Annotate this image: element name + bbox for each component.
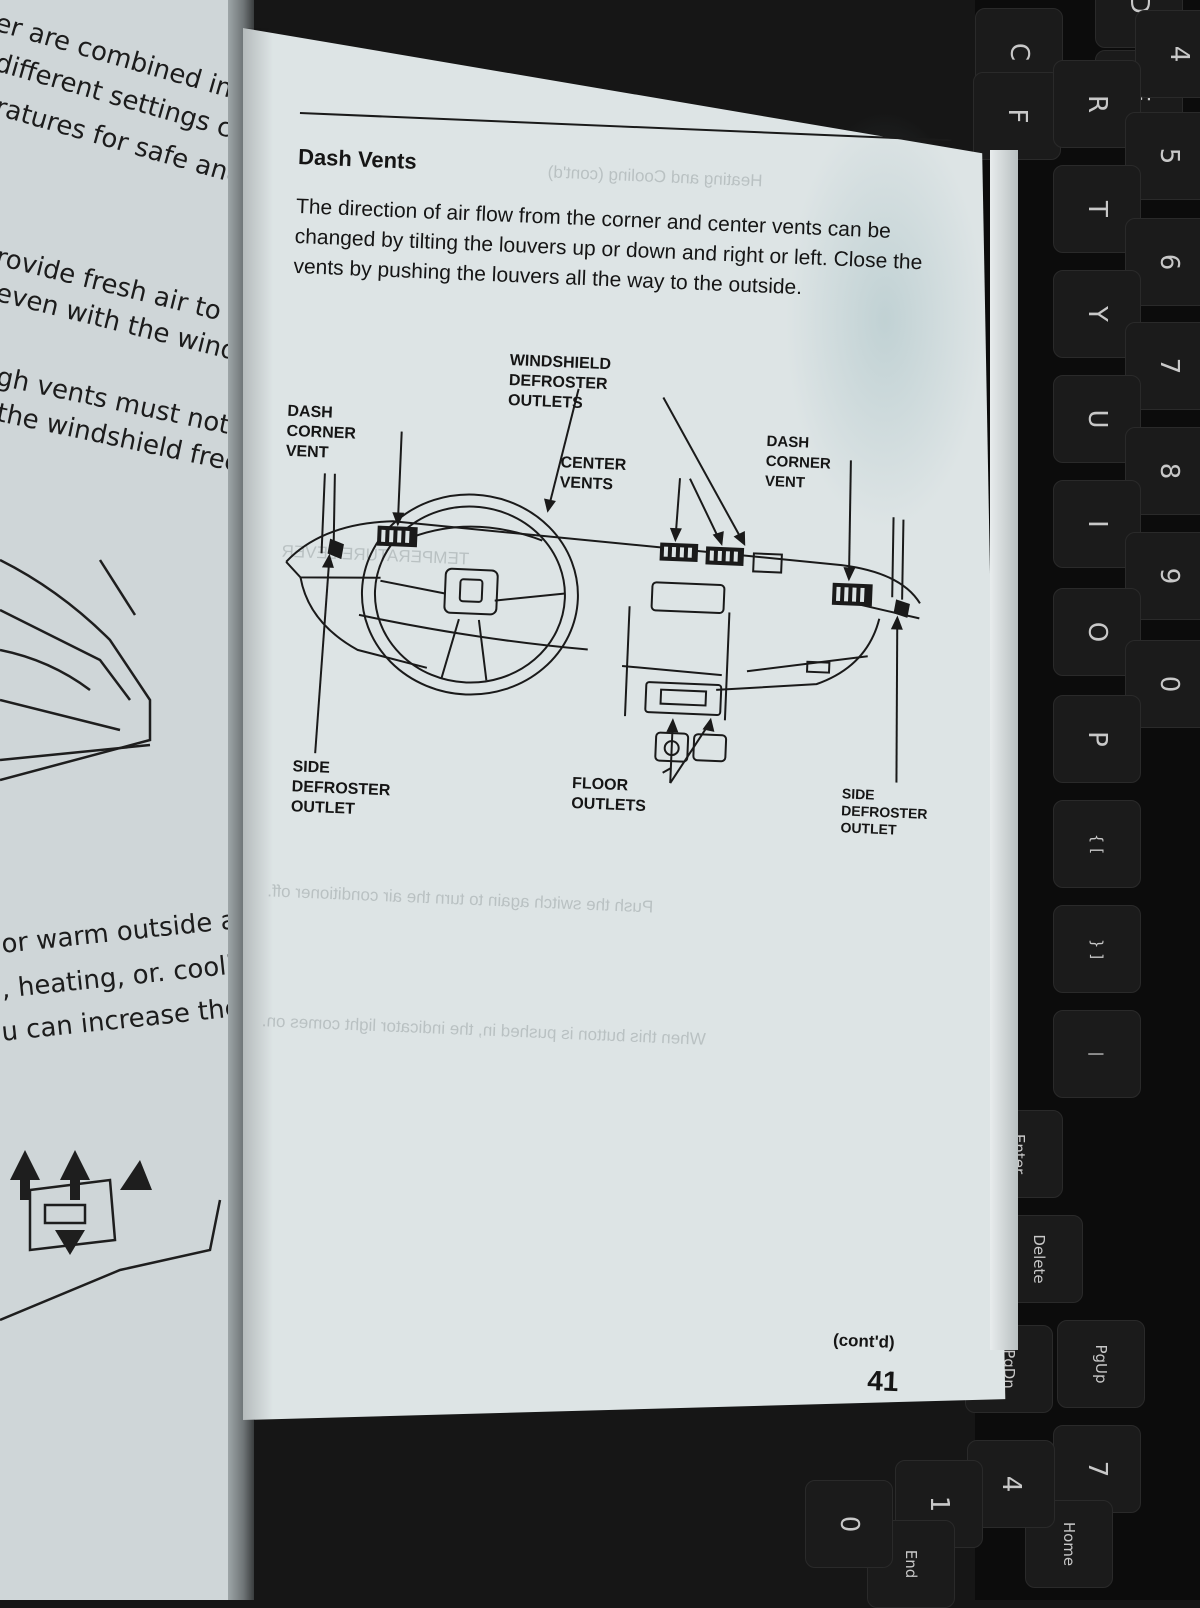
key: { [ xyxy=(1053,800,1141,888)
left-page: er are combined in one different setting… xyxy=(0,0,240,1600)
key: PgUp xyxy=(1057,1320,1145,1408)
label-windshield-defroster-outlets: WINDSHIELD DEFROSTER OUTLETS xyxy=(507,352,612,413)
key: 4 xyxy=(1135,10,1200,98)
left-page-car-illustration xyxy=(0,558,222,1322)
key: F xyxy=(973,72,1061,160)
right-page xyxy=(243,28,1006,1420)
label-center-vents: CENTER VENTS xyxy=(559,454,627,494)
key: P xyxy=(1053,695,1141,783)
continued-note: (cont'd) xyxy=(832,1330,896,1352)
key: | xyxy=(1053,1010,1141,1098)
page-stack-edge xyxy=(990,150,1018,1350)
key: 0 xyxy=(805,1480,893,1568)
water-stain xyxy=(785,110,985,530)
page-number: 41 xyxy=(866,1364,900,1398)
dashboard-illustration xyxy=(285,388,921,784)
page-shadow xyxy=(243,28,273,1420)
right-page-content: Heating and Cooling (cont'd) TEMPERATURE… xyxy=(262,112,959,1397)
label-dash-corner-vent-left: DASH CORNER VENT xyxy=(285,402,357,462)
label-floor-outlets: FLOOR OUTLETS xyxy=(570,774,647,816)
label-side-defroster-outlet-right: SIDE DEFROSTER OUTLET xyxy=(840,785,928,838)
section-heading: Dash Vents xyxy=(297,143,418,174)
key: } ] xyxy=(1053,905,1141,993)
label-dash-corner-vent-right: DASH CORNER VENT xyxy=(764,432,832,492)
label-side-defroster-outlet-left: SIDE DEFROSTER OUTLET xyxy=(290,758,391,818)
